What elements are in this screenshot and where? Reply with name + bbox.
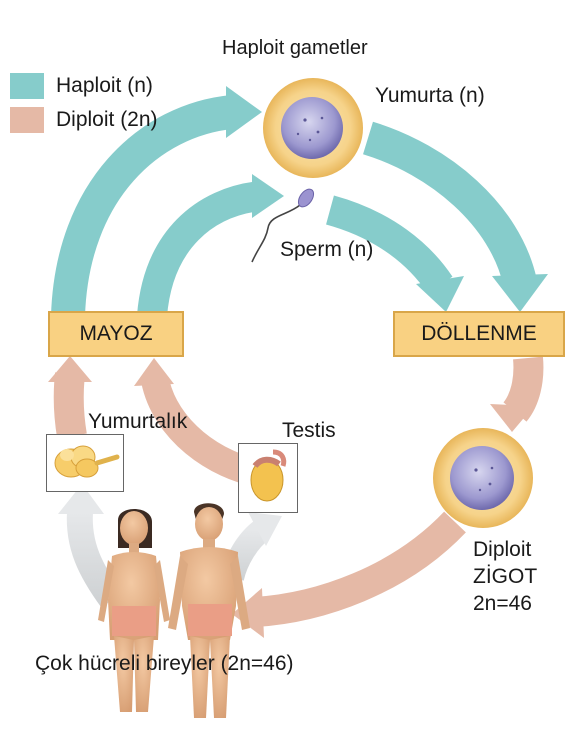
diploid-arrowhead-meiosis-1 [48, 356, 92, 382]
egg-cell [263, 78, 363, 178]
haploid-outer-arrowhead-1 [226, 86, 262, 138]
sperm-label: Sperm (n) [280, 238, 374, 261]
zygote-label-line3: 2n=46 [473, 592, 532, 615]
zygote-label-line2: ZİGOT [473, 565, 538, 588]
testis-frame [238, 443, 298, 513]
gametes-label: Haploit gametler [222, 37, 368, 59]
haploid-inner-arc [137, 181, 263, 318]
haploid-inner-arrowhead-1 [252, 174, 284, 218]
haploid-outer-arc [51, 95, 235, 317]
diploid-arrowhead-zygote [490, 404, 534, 432]
haploid-inner-arc-right [325, 195, 453, 294]
testis-icon [250, 449, 287, 502]
male-figure [168, 503, 250, 718]
sperm-cell [251, 188, 315, 263]
haploid-swatch [10, 73, 44, 99]
diploid-arc-zygote-to-organisms [253, 511, 466, 627]
diploid-arc-ovary-to-meiosis [53, 372, 87, 439]
diploid-legend-label: Diploit (2n) [56, 108, 158, 131]
diploid-arc-fert-to-zygote [502, 356, 544, 422]
legend-haploid: Haploit (n) [10, 73, 153, 99]
diploid-swatch [10, 107, 44, 133]
grey-arrowhead-ovary [58, 484, 104, 514]
ovary-label: Yumurtalık [88, 410, 188, 433]
fertilization-box: DÖLLENME [393, 311, 565, 357]
diploid-arrowhead-organisms [232, 588, 264, 638]
haploid-outer-arc-right [362, 121, 537, 287]
legend-diploid: Diploit (2n) [10, 107, 158, 133]
haploid-inner-arrowhead-2 [416, 276, 464, 312]
zygote-cell [433, 428, 533, 528]
organisms-label: Çok hücreli bireyler (2n=46) [35, 652, 294, 675]
haploid-outer-arrowhead-2 [492, 274, 548, 312]
diploid-arrowhead-meiosis-2 [134, 358, 174, 386]
ovary-icon [54, 445, 120, 478]
zygote-label-line1: Diploit [473, 538, 532, 561]
female-figure [98, 508, 170, 712]
grey-arrowhead-testis [248, 512, 282, 546]
meiosis-box: MAYOZ [48, 311, 184, 357]
haploid-legend-label: Haploit (n) [56, 74, 153, 97]
ovary-frame [46, 434, 124, 492]
testis-label: Testis [282, 419, 336, 442]
egg-label: Yumurta (n) [375, 84, 485, 107]
